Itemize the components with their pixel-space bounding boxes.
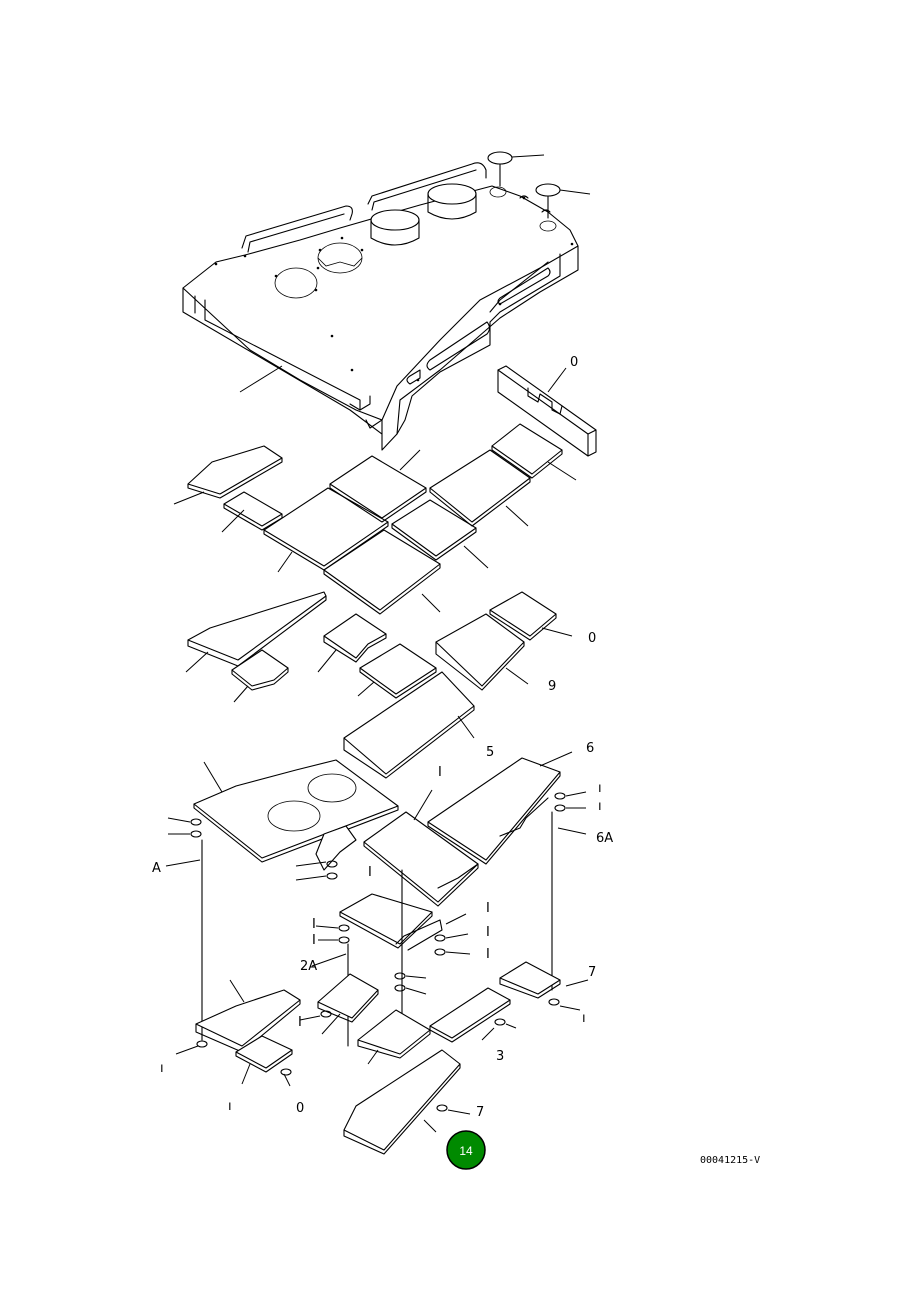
callout-labels: 0 0 9 5 6 A I I I I I I I I ı ı 2A 6A 7 … bbox=[152, 355, 613, 1120]
insulation-mats-upper bbox=[173, 423, 577, 615]
callout-label: A bbox=[152, 861, 161, 876]
callout-label: I bbox=[312, 917, 316, 932]
callout-label: I bbox=[368, 865, 372, 880]
callout-label: 2A bbox=[300, 959, 317, 974]
callout-label: ı bbox=[160, 1061, 164, 1076]
callout-label: 6A bbox=[596, 831, 613, 846]
callout-label: 9 bbox=[548, 679, 556, 694]
cap-plug bbox=[487, 151, 591, 219]
callout-label: I bbox=[486, 925, 490, 940]
callout-label: 0 bbox=[588, 631, 596, 646]
callout-label: I bbox=[486, 947, 490, 962]
callout-label: ı bbox=[228, 1099, 232, 1114]
callout-label: 6 bbox=[586, 741, 594, 756]
callout-label: I bbox=[438, 765, 442, 780]
callout-label: I bbox=[298, 1015, 302, 1030]
callout-label: 5 bbox=[486, 745, 494, 760]
insulation-mats-middle bbox=[185, 591, 573, 779]
callout-label: I bbox=[312, 933, 316, 948]
callout-label: ı bbox=[598, 799, 602, 814]
drawing-code: 00041215-V bbox=[700, 1155, 760, 1166]
cab-roof-panel bbox=[182, 162, 579, 451]
callout-label: ı bbox=[598, 781, 602, 796]
page-number: 14 bbox=[459, 1144, 473, 1158]
callout-label: 0 bbox=[570, 355, 578, 370]
insulation-mats-lower bbox=[175, 961, 589, 1155]
foam-block bbox=[497, 365, 597, 457]
callout-label: 0 bbox=[296, 1101, 304, 1116]
floor-plates bbox=[165, 751, 587, 1047]
callout-label: 3 bbox=[496, 1049, 504, 1064]
page-number-badge: 14 bbox=[446, 1130, 486, 1170]
callout-label: ı bbox=[582, 1011, 586, 1026]
callout-label: 7 bbox=[476, 1105, 484, 1120]
callout-label: 7 bbox=[588, 965, 596, 980]
callout-label: I bbox=[486, 901, 490, 916]
